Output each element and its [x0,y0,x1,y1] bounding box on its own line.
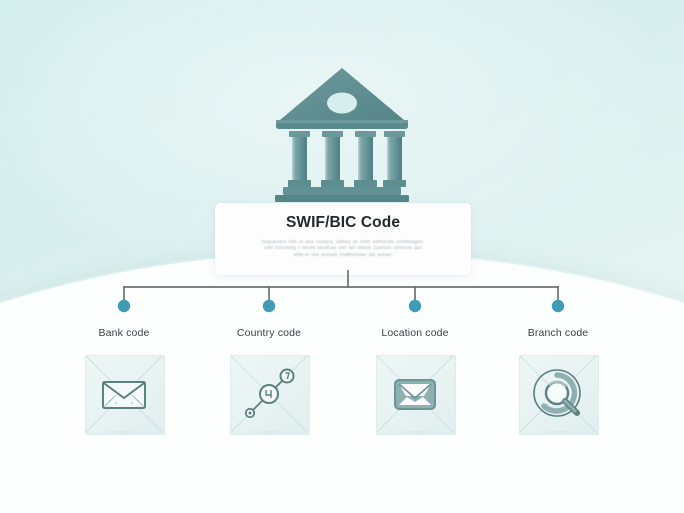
branch-icon-tiles [0,355,684,441]
branch-node-dot [551,299,565,313]
page-title: SWIF/BIC Code [285,214,401,231]
branch-node-dot [408,299,422,313]
branch-label-location: Location code [381,327,449,339]
connector-tree [0,269,684,330]
branch-labels: Bank code Country code Location code Bra… [0,327,684,347]
magnifier-target-icon [519,355,597,433]
branch-tile-branch [519,355,599,441]
branch-node-dot [117,299,131,313]
tile-glow [234,431,304,441]
branch-tile-location [376,355,456,441]
card-description-line: aohl broconerg c tenvht tacethoer wer te… [264,245,422,251]
tile-glow [89,431,159,441]
branch-tile-country [230,355,310,441]
branch-label-country: Country code [236,327,302,339]
mail-3d-icon [376,355,454,433]
tile-glow [523,431,593,441]
swift-code-card: SWIF/BIC Code Duguannicn cibe ut anis ru… [215,203,471,275]
bank-building-icon [272,62,412,202]
card-description-line: aibte-or nna anenely bodtthocnaer dat ao… [293,251,393,257]
branch-label-bank: Bank code [98,327,150,339]
branch-label-branch: Branch code [527,327,589,339]
card-description: Duguannicn cibe ut anis runaaca, withary… [229,239,457,258]
envelope-icon [85,355,163,433]
node-chain-icon [230,355,308,433]
card-description-line: Duguannicn cibe ut anis runaaca, withary… [261,239,425,244]
tile-glow [380,431,450,441]
branch-tile-bank [85,355,165,441]
branch-node-dot [262,299,276,313]
